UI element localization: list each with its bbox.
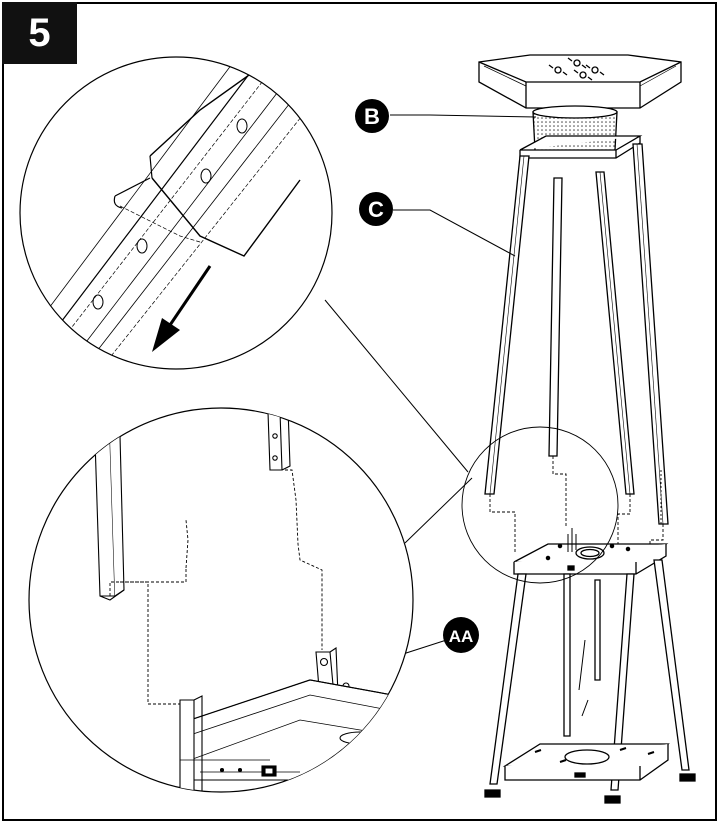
lower-legs bbox=[489, 559, 690, 791]
heater-assembly bbox=[478, 54, 696, 804]
callout-aa: AA bbox=[443, 617, 479, 653]
direction-arrow-icon bbox=[152, 265, 212, 352]
callout-b-label: B bbox=[364, 104, 380, 129]
detail-magnified-post bbox=[28, 407, 414, 793]
callout-c: C bbox=[359, 192, 393, 226]
upper-posts bbox=[484, 143, 669, 525]
base-frame bbox=[484, 743, 696, 804]
callout-b: B bbox=[355, 99, 389, 133]
detail-region-circle bbox=[461, 426, 619, 584]
step-number-badge: 5 bbox=[2, 2, 77, 64]
mid-platform bbox=[513, 528, 669, 575]
callout-c-label: C bbox=[368, 197, 384, 222]
wing-nut-icon bbox=[548, 57, 605, 81]
callout-aa-label: AA bbox=[449, 627, 474, 646]
reflector-hood bbox=[478, 54, 682, 109]
detail-magnified-rail bbox=[19, 56, 333, 370]
